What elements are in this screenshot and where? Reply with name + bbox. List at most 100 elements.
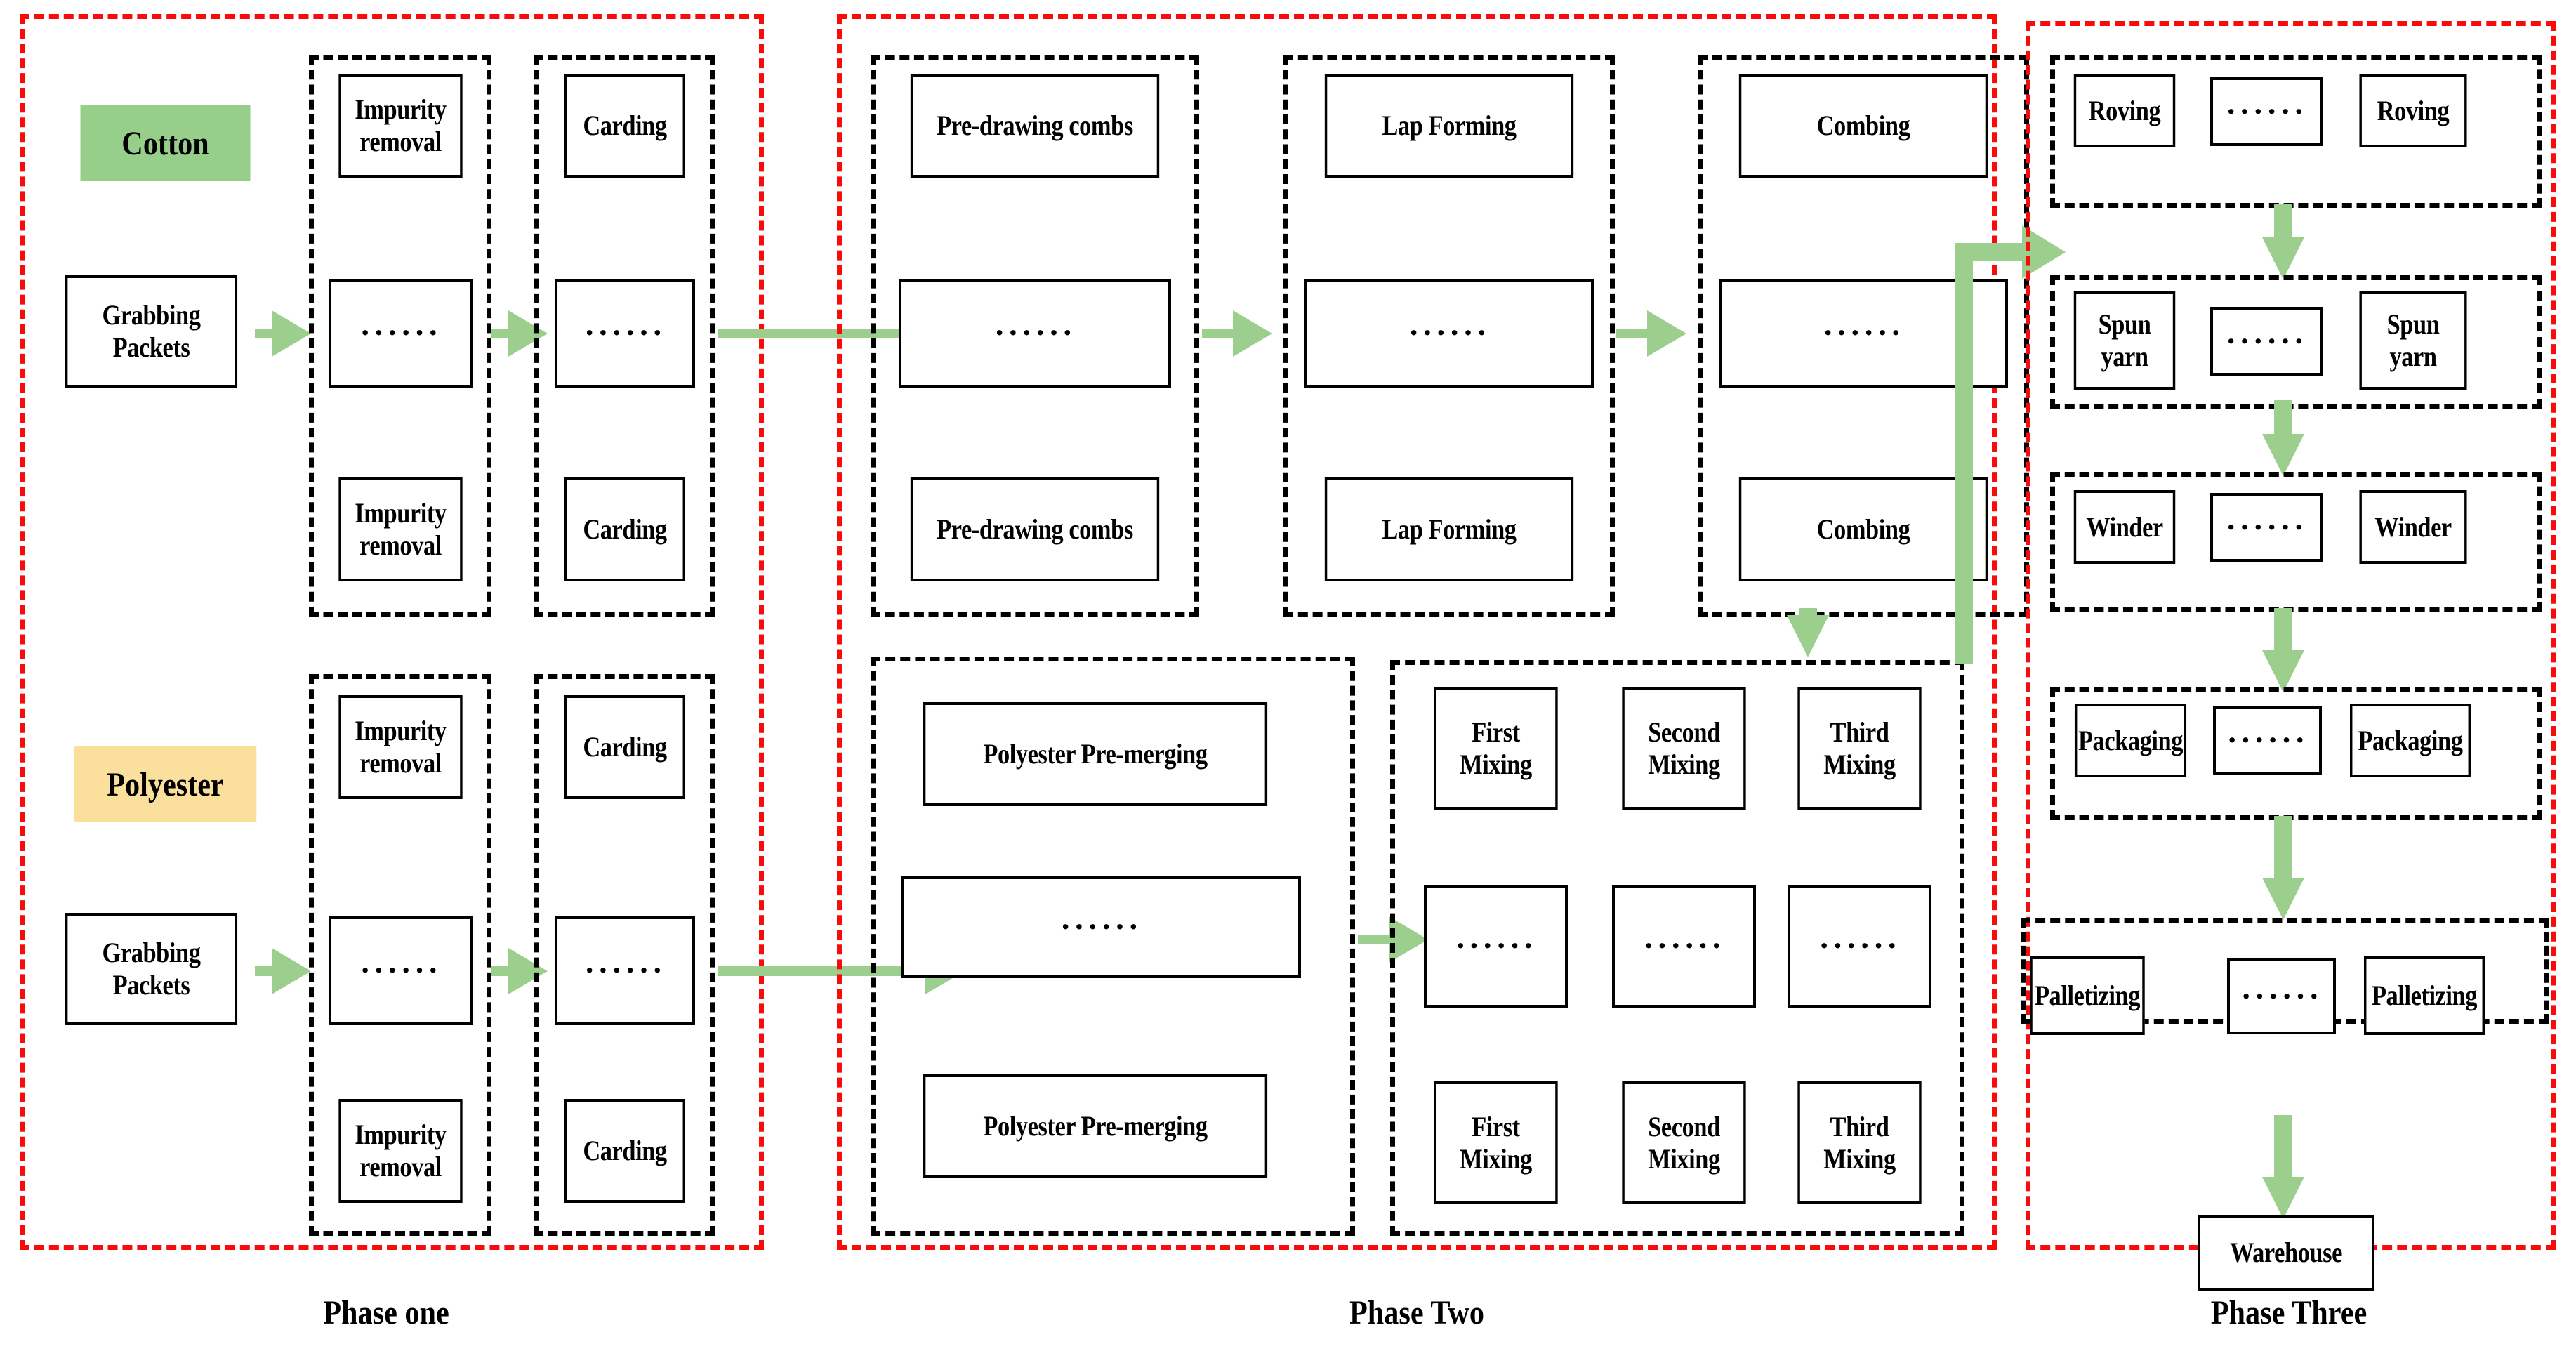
node-palletizing-1[interactable]: Palletizing — [2030, 956, 2145, 1035]
arrow-lapforming-to-combing — [1616, 310, 1686, 357]
group-polyester-pre-merging — [871, 657, 1355, 1236]
node-label: First Mixing — [1460, 1110, 1532, 1175]
node-palletizing-2[interactable]: Palletizing — [2364, 956, 2485, 1035]
node-label: Grabbing Packets — [102, 937, 201, 1001]
node-packaging-ellipsis: ······ — [2213, 706, 2322, 775]
node-second-mixing-ellipsis: ······ — [1612, 885, 1756, 1008]
group-mixing — [1390, 660, 1964, 1236]
node-lap-forming-2[interactable]: Lap Forming — [1324, 477, 1574, 581]
group-pre-drawing-combs — [871, 55, 1199, 617]
node-polyester-impurity-removal-2[interactable]: Impurity removal — [338, 1099, 463, 1203]
arrow-palletizing-to-warehouse — [2262, 1115, 2304, 1219]
node-label: Impurity removal — [355, 497, 447, 561]
node-cotton-carding-1[interactable]: Carding — [564, 74, 685, 178]
ellipsis-label: ······ — [2225, 322, 2308, 359]
phase-three-caption: Phase Three — [2153, 1293, 2424, 1332]
node-label: Polyester Pre-merging — [983, 738, 1208, 770]
node-cotton-impurity-removal-1[interactable]: Impurity removal — [338, 74, 463, 178]
node-polyester-pre-merging-2[interactable]: Polyester Pre-merging — [923, 1074, 1268, 1178]
node-label: Winder — [2374, 510, 2452, 543]
node-label: Packaging — [2078, 724, 2184, 756]
node-label: Packaging — [2358, 724, 2463, 756]
node-polyester-impurity-removal-ellipsis: ······ — [329, 916, 473, 1025]
node-second-mixing-2[interactable]: Second Mixing — [1622, 1081, 1746, 1204]
node-third-mixing-2[interactable]: Third Mixing — [1797, 1081, 1922, 1204]
node-label: Pre-drawing combs — [937, 110, 1133, 141]
node-label: Carding — [583, 1135, 667, 1166]
node-first-mixing-2[interactable]: First Mixing — [1434, 1081, 1558, 1204]
node-label: Impurity removal — [355, 93, 447, 157]
node-label: Roving — [2377, 94, 2450, 126]
node-polyester-carding-2[interactable]: Carding — [564, 1099, 685, 1203]
node-label: Warehouse — [2230, 1237, 2342, 1268]
node-label: Pre-drawing combs — [937, 513, 1133, 545]
phase-one-caption: Phase one — [250, 1293, 522, 1332]
arrow-polyester-impurity-to-carding — [491, 948, 548, 994]
arrow-polyester-source-to-impurity — [255, 948, 311, 994]
material-chip-polyester-label: Polyester — [107, 765, 224, 803]
node-cotton-carding-2[interactable]: Carding — [564, 477, 685, 581]
arrow-packaging-to-palletizing — [2262, 816, 2304, 920]
group-polyester-carding — [534, 674, 715, 1236]
material-chip-cotton: Cotton — [80, 105, 251, 181]
ellipsis-label: ······ — [359, 315, 442, 351]
phase-two-caption: Phase Two — [1281, 1293, 1552, 1332]
node-label: Lap Forming — [1382, 513, 1517, 545]
node-spun-yarn-1[interactable]: Spun yarn — [2073, 291, 2176, 390]
ellipsis-label: ······ — [1818, 928, 1901, 964]
phase-two-container — [837, 14, 1997, 1250]
node-third-mixing-1[interactable]: Third Mixing — [1797, 687, 1922, 810]
arrow-cotton-impurity-to-carding — [491, 310, 548, 357]
node-spun-yarn-2[interactable]: Spun yarn — [2359, 291, 2467, 390]
arrow-combing-to-mixing — [1787, 608, 1829, 657]
node-label: Impurity removal — [355, 715, 447, 779]
ellipsis-label: ······ — [583, 315, 666, 351]
node-warehouse[interactable]: Warehouse — [2198, 1215, 2374, 1291]
ellipsis-label: ······ — [1822, 315, 1905, 351]
caption-label: Phase one — [323, 1294, 449, 1331]
arrow-spun-yarn-to-winder — [2262, 400, 2304, 476]
node-third-mixing-ellipsis: ······ — [1788, 885, 1931, 1008]
node-polyester-pre-merging-1[interactable]: Polyester Pre-merging — [923, 702, 1268, 806]
node-winder-2[interactable]: Winder — [2359, 490, 2467, 564]
node-polyester-carding-1[interactable]: Carding — [564, 695, 685, 799]
node-cotton-impurity-removal-ellipsis: ······ — [329, 279, 473, 388]
node-polyester-impurity-removal-1[interactable]: Impurity removal — [338, 695, 463, 799]
ellipsis-label: ······ — [2226, 721, 2309, 758]
node-label: Combing — [1816, 110, 1910, 141]
node-roving-2[interactable]: Roving — [2359, 74, 2467, 147]
node-polyester-grabbing-packets[interactable]: Grabbing Packets — [65, 913, 238, 1025]
node-lap-forming-1[interactable]: Lap Forming — [1324, 74, 1574, 178]
ellipsis-label: ······ — [993, 315, 1076, 351]
node-combing-2[interactable]: Combing — [1738, 477, 1988, 581]
arrow-predrawing-to-lapforming — [1202, 310, 1272, 357]
node-combing-1[interactable]: Combing — [1738, 74, 1988, 178]
node-label: Palletizing — [2034, 980, 2141, 1011]
node-packaging-1[interactable]: Packaging — [2074, 704, 2187, 777]
node-roving-1[interactable]: Roving — [2073, 74, 2176, 147]
group-cotton-impurity-removal — [309, 55, 491, 617]
node-packaging-2[interactable]: Packaging — [2350, 704, 2471, 777]
node-label: Winder — [2086, 510, 2163, 543]
arrow-roving-to-spun-yarn — [2262, 204, 2304, 279]
node-label: Palletizing — [2371, 980, 2478, 1011]
node-cotton-impurity-removal-2[interactable]: Impurity removal — [338, 477, 463, 581]
node-cotton-grabbing-packets[interactable]: Grabbing Packets — [65, 275, 238, 388]
group-polyester-impurity-removal — [309, 674, 491, 1236]
node-label: Carding — [583, 731, 667, 763]
arrow-cotton-source-to-impurity — [255, 310, 311, 357]
node-winder-1[interactable]: Winder — [2073, 490, 2176, 564]
node-pre-drawing-combs-2[interactable]: Pre-drawing combs — [910, 477, 1160, 581]
node-label: Spun yarn — [2098, 308, 2151, 372]
node-cotton-carding-ellipsis: ······ — [555, 279, 695, 388]
node-second-mixing-1[interactable]: Second Mixing — [1622, 687, 1746, 810]
node-label: First Mixing — [1460, 716, 1532, 780]
node-first-mixing-1[interactable]: First Mixing — [1434, 687, 1558, 810]
node-pre-drawing-combs-1[interactable]: Pre-drawing combs — [910, 74, 1160, 178]
ellipsis-label: ······ — [2240, 977, 2323, 1014]
ellipsis-label: ······ — [2225, 93, 2308, 129]
node-polyester-pre-merging-ellipsis: ······ — [901, 876, 1301, 978]
node-polyester-carding-ellipsis: ······ — [555, 916, 695, 1025]
node-label: Impurity removal — [355, 1119, 447, 1182]
phase-one-container — [20, 14, 764, 1250]
